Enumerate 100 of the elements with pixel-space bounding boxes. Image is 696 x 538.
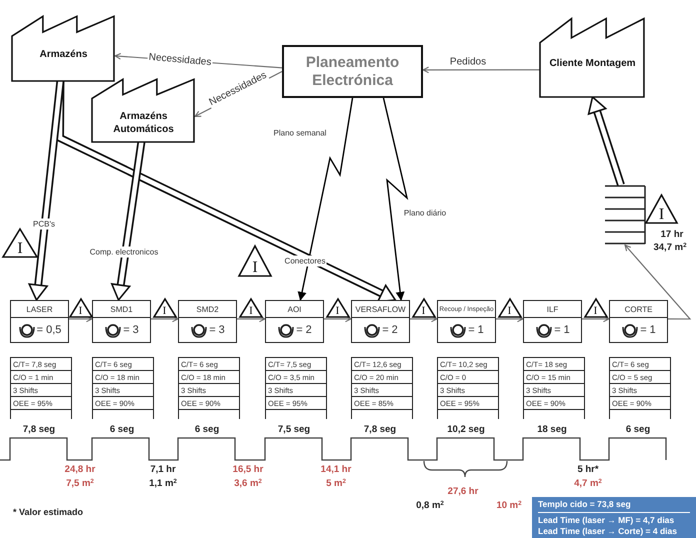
data-box xyxy=(10,357,72,419)
cycle-time: 7,8 seg xyxy=(364,424,396,436)
footnote: * Valor estimado xyxy=(12,506,84,518)
shipment-stack xyxy=(605,185,645,245)
edge-label: PCB's xyxy=(32,218,56,230)
process-box xyxy=(265,300,324,343)
lead-time-value: 0,8 m$^{2}$ xyxy=(416,500,444,512)
process-name: SMD2 xyxy=(196,304,219,314)
operator-count: = 3 xyxy=(123,324,139,336)
flow-arrow xyxy=(151,316,179,322)
process-name: SMD1 xyxy=(110,304,133,314)
operator-count: = 1 xyxy=(554,324,570,336)
inventory-triangle xyxy=(326,298,350,318)
edge-label: Necessidades xyxy=(147,52,213,68)
operator-count: = 2 xyxy=(296,324,312,336)
operator-count: = 2 xyxy=(382,324,398,336)
data-box xyxy=(437,357,499,419)
factory-label: Cliente Montagem xyxy=(548,57,637,70)
process-name: ILF xyxy=(546,304,558,314)
inventory-triangle xyxy=(584,298,608,318)
inventory-label: I xyxy=(658,207,666,223)
data-box xyxy=(351,357,413,419)
operator-count: = 1 xyxy=(640,324,656,336)
inventory-label: I xyxy=(162,306,168,317)
inventory-triangle xyxy=(239,298,263,318)
information-arrow xyxy=(298,98,354,301)
factory-building xyxy=(12,15,115,81)
flow-arrow xyxy=(422,66,540,74)
summary-box xyxy=(532,497,696,538)
data-box xyxy=(92,357,154,419)
inventory-label: I xyxy=(420,306,426,317)
edge-label: Plano semanal xyxy=(272,128,328,138)
process-name: VERSAFLOW xyxy=(355,304,406,314)
lead-time-value: 4,7 m$^{2}$ xyxy=(574,478,602,490)
flow-arrow xyxy=(496,316,524,322)
factory-label: Armazéns xyxy=(38,48,88,61)
process-name: AOI xyxy=(288,304,302,314)
inventory-label: I xyxy=(334,306,340,317)
flow-arrow xyxy=(237,316,266,322)
process-box xyxy=(523,300,582,343)
inventory-label: I xyxy=(592,306,598,317)
lead-time-value: 27,6 hr xyxy=(448,486,478,498)
data-box xyxy=(178,357,240,419)
edge-label: Pedidos xyxy=(448,56,488,68)
cycle-time: 7,5 seg xyxy=(278,424,310,436)
lead-time-value: 16,5 hr xyxy=(232,464,264,476)
planning-label: Planeamento Electrónica xyxy=(304,54,400,90)
operator-count: = 1 xyxy=(468,324,484,336)
information-arrow xyxy=(382,98,408,301)
lead-time-value: 7,5 m$^{2}$ xyxy=(66,478,94,490)
process-box xyxy=(609,300,668,343)
push-arrow xyxy=(56,80,397,303)
inventory-triangle xyxy=(238,245,272,277)
flow-arrow xyxy=(582,316,610,322)
lead-time-value: 17 hr xyxy=(660,229,684,241)
lead-time-value: 14,1 hr xyxy=(320,464,352,476)
summary-text: Lead Time (laser → Corte) = 4 dias xyxy=(538,526,678,536)
cycle-time: 10,2 seg xyxy=(447,424,485,436)
cycle-time: 6 seg xyxy=(110,424,134,436)
push-arrow xyxy=(110,141,146,302)
cycle-time: 7,8 seg xyxy=(22,424,56,436)
lead-time-value: 3,6 m$^{2}$ xyxy=(234,478,262,490)
process-box xyxy=(351,300,410,343)
operator-count: = 0,5 xyxy=(36,324,62,336)
factory-building xyxy=(92,78,195,142)
push-arrow xyxy=(588,96,625,186)
flow-arrow xyxy=(69,316,93,322)
edge-label: Conectores xyxy=(284,256,326,266)
inventory-triangle xyxy=(412,298,436,318)
flow-arrow xyxy=(324,316,352,322)
process-box xyxy=(92,300,151,343)
inventory-triangle xyxy=(68,298,92,318)
push-arrow xyxy=(28,80,64,302)
lead-time-value: 24,8 hr xyxy=(64,464,96,476)
summary-text: Lead Time (laser → MF) = 4,7 dias xyxy=(538,514,676,526)
inventory-triangle xyxy=(498,298,522,318)
inventory-label: I xyxy=(248,306,254,317)
cycle-time: 6 seg xyxy=(626,424,650,436)
factory-label: Armazéns Automáticos xyxy=(112,110,175,136)
edge-label: Plano diário xyxy=(402,208,448,218)
inventory-triangle xyxy=(152,298,176,318)
factory-building xyxy=(540,17,645,97)
data-box xyxy=(609,357,671,419)
inventory-label: I xyxy=(251,260,259,276)
flow-arrow xyxy=(410,316,438,322)
planning-box xyxy=(282,45,423,98)
lead-time-value: 1,1 m$^{2}$ xyxy=(149,478,177,490)
lead-time-value: 34,7 m$^{2}$ xyxy=(654,242,686,254)
lead-time-value: 5 m$^{2}$ xyxy=(326,478,346,490)
cycle-time: 6 seg xyxy=(194,424,220,436)
inventory-label: I xyxy=(78,306,84,317)
operator-count: = 3 xyxy=(209,324,225,336)
inventory-triangle xyxy=(645,194,678,224)
lead-time-value: 5 hr* xyxy=(577,464,599,476)
inventory-label: I xyxy=(506,306,512,317)
data-box xyxy=(523,357,585,419)
process-name: LASER xyxy=(26,304,53,314)
process-box xyxy=(437,300,496,343)
inventory-triangle xyxy=(2,228,38,258)
summary-text: Templo cido = 73,8 seg xyxy=(538,498,690,512)
